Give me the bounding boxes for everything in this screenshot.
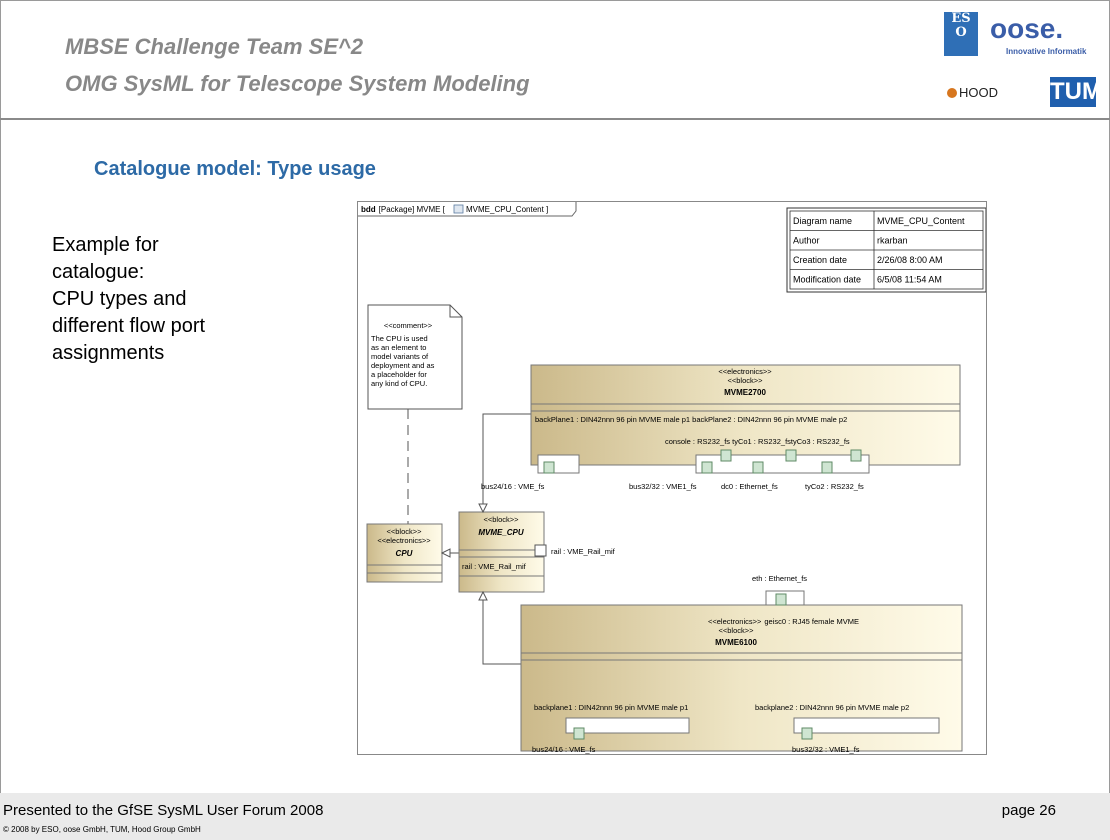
mvme-cpu-name: MVME_CPU — [478, 528, 524, 537]
flow-port-icon — [821, 461, 833, 474]
mvme6100-backplane2: backplane2 : DIN42nnn 96 pin MVME male p… — [755, 703, 909, 712]
comment-line: as an element to — [371, 343, 426, 352]
flow-port-icon — [701, 461, 713, 474]
mvme6100-block: eth : Ethernet_fs <<electronics>>geisc0 … — [520, 574, 963, 752]
frame-tab — [358, 202, 577, 217]
info-value: rkarban — [877, 236, 908, 246]
mvme2700-ports — [543, 449, 862, 474]
rail-port-icon — [534, 544, 547, 557]
cpu-stereotype-electronics: <<electronics>> — [377, 536, 431, 545]
svg-text:<<electronics>>geisc0 : RJ45 f: <<electronics>>geisc0 : RJ45 female MVME — [708, 617, 859, 626]
mvme6100-stereotype-block: <<block>> — [718, 626, 754, 635]
frame-label-name: MVME_CPU_Content ] — [466, 205, 548, 214]
left-text-line: Example for — [52, 234, 159, 256]
comment-line: deployment and as — [371, 361, 435, 370]
svg-text:bdd[Package] MVME [: bdd[Package] MVME [ — [361, 205, 446, 214]
header-divider — [0, 118, 1110, 120]
info-key: Author — [793, 236, 820, 246]
mvme2700-port-tyco2: tyCo2 : RS232_fs — [805, 482, 864, 491]
mvme6100-port-bus32: bus32/32 : VME1_fs — [792, 745, 860, 754]
footer-copyright: © 2008 by ESO, oose GmbH, TUM, Hood Grou… — [3, 825, 201, 834]
section-title: Catalogue model: Type usage — [94, 158, 376, 180]
left-description: Example for catalogue: CPU types and dif… — [52, 232, 312, 367]
oose-logo-subtitle: Innovative Informatik — [1006, 47, 1087, 56]
comment-note: <<comment>> The CPU is used as an elemen… — [367, 304, 463, 410]
mvme2700-port-dc0: dc0 : Ethernet_fs — [721, 482, 778, 491]
info-value: 6/5/08 11:54 AM — [877, 275, 942, 285]
diagram-icon — [453, 204, 464, 214]
flow-port-icon — [775, 593, 787, 606]
diagram-canvas: bdd[Package] MVME [ MVME_CPU_Content ] D… — [358, 202, 986, 754]
cpu-block: <<block>> <<electronics>> CPU — [366, 523, 443, 583]
flow-port-icon — [573, 727, 585, 740]
flow-port-icon — [850, 449, 862, 462]
generalization-line — [482, 413, 531, 505]
oose-logo: oose. — [990, 13, 1064, 44]
comment-stereotype: <<comment>> — [384, 321, 433, 330]
footer-bar — [0, 793, 1110, 840]
comment-line: The CPU is used — [371, 334, 428, 343]
info-value: MVME_CPU_Content — [877, 216, 965, 226]
left-text-line: assignments — [52, 342, 165, 364]
hood-dot-icon — [947, 88, 957, 98]
flow-port-icon — [720, 449, 732, 462]
slide-title-line2: OMG SysML for Telescope System Modeling — [65, 71, 530, 96]
rail-port-label: rail : VME_Rail_mif — [551, 547, 616, 556]
cpu-stereotype-block: <<block>> — [386, 527, 422, 536]
mvme2700-top-ports: console : RS232_fs tyCo1 : RS232_fstyCo3… — [665, 437, 850, 446]
generalization-arrow-icon — [440, 548, 451, 558]
generalization-arrow-icon — [478, 503, 488, 514]
mvme6100-stereotype-electronics: <<electronics>> — [708, 617, 762, 626]
mvme2700-name: MVME2700 — [724, 388, 766, 397]
flow-port-icon — [543, 461, 555, 474]
page-number: page 26 — [1001, 802, 1056, 819]
cpu-name: CPU — [396, 549, 413, 558]
frame-label-package: [Package] MVME [ — [379, 205, 446, 214]
left-text-line: catalogue: — [52, 261, 145, 283]
comment-line: any kind of CPU. — [371, 379, 427, 388]
info-key: Creation date — [793, 255, 847, 265]
mvme2700-block: <<electronics>> <<block>> MVME2700 backP… — [530, 364, 961, 474]
tum-logo: TUM — [1050, 77, 1102, 107]
generalization-line — [482, 600, 521, 665]
left-text-line: CPU types and — [52, 288, 187, 310]
comment-line: a placeholder for — [371, 370, 427, 379]
mvme6100-name: MVME6100 — [715, 638, 757, 647]
mvme2700-port-bus32: bus32/32 : VME1_fs — [629, 482, 697, 491]
info-key: Diagram name — [793, 216, 852, 226]
mvme2700-port-bus24: bus24/16 : VME_fs — [481, 482, 545, 491]
mvme2700-parts: backPlane1 : DIN42nnn 96 pin MVME male p… — [535, 415, 847, 424]
hood-logo: HOOD — [947, 85, 998, 100]
mvme6100-backplane1: backplane1 : DIN42nnn 96 pin MVME male p… — [534, 703, 688, 712]
generalization-arrow-icon — [478, 590, 488, 601]
mvme-cpu-block: <<block>> MVME_CPU rail : VME_Rail_mif r… — [458, 511, 616, 593]
eso-logo: ES O — [944, 12, 978, 56]
bdd-diagram: bdd[Package] MVME [ MVME_CPU_Content ] D… — [357, 201, 987, 755]
logo-area: ES O oose. Innovative Informatik HOOD TU… — [930, 5, 1110, 115]
mvme6100-port-eth: eth : Ethernet_fs — [752, 574, 807, 583]
mvme6100-port-geisc0: geisc0 : RJ45 female MVME — [764, 617, 859, 626]
footer-presented: Presented to the GfSE SysML User Forum 2… — [3, 802, 324, 819]
mvme6100-port-bus24: bus24/16 : VME_fs — [532, 745, 596, 754]
hood-logo-text: HOOD — [959, 85, 998, 100]
info-key: Modification date — [793, 275, 861, 285]
mvme2700-stereotype-block: <<block>> — [727, 376, 763, 385]
slide-title-line1: MBSE Challenge Team SE^2 — [65, 34, 364, 59]
comment-line: model variants of — [371, 352, 429, 361]
mvme-cpu-stereotype: <<block>> — [483, 515, 519, 524]
flow-port-icon — [801, 727, 813, 740]
mvme-cpu-attribute: rail : VME_Rail_mif — [462, 562, 527, 571]
diagram-info-table: Diagram name MVME_CPU_Content Author rka… — [786, 207, 986, 293]
mvme2700-stereotype-electronics: <<electronics>> — [718, 367, 772, 376]
info-value: 2/26/08 8:00 AM — [877, 255, 943, 265]
frame-label-kind: bdd — [361, 205, 376, 214]
flow-port-icon — [785, 449, 797, 462]
left-text-line: different flow port — [52, 315, 206, 337]
flow-port-icon — [752, 461, 764, 474]
